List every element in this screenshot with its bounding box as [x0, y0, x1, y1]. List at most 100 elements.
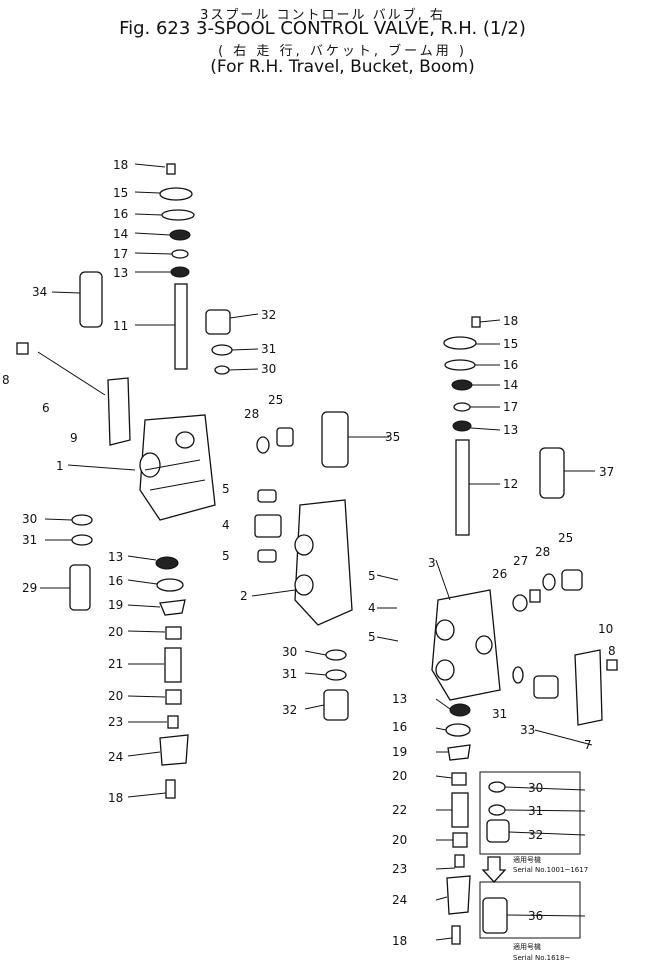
nut-8 [16, 342, 29, 355]
label-25: 25 [268, 393, 283, 407]
label-17b: 17 [503, 400, 518, 414]
plate-10 [574, 649, 603, 726]
label-22: 22 [392, 803, 407, 817]
label-16: 16 [113, 207, 128, 221]
label-5c: 5 [368, 569, 376, 583]
label-19b: 19 [392, 745, 407, 759]
label-16b: 16 [108, 574, 123, 588]
leader-lines [40, 163, 595, 941]
label-15: 15 [113, 186, 128, 200]
label-31b: 31 [22, 533, 37, 547]
figure-title: Fig. 623 3-SPOOL CONTROL VALVE, R.H. (1/… [119, 18, 526, 39]
bolt-18 [166, 163, 176, 175]
label-32: 32 [261, 308, 276, 322]
label-8: 8 [2, 373, 10, 387]
label-7: 7 [584, 738, 592, 752]
label-24b: 24 [392, 893, 407, 907]
left-top-stack [16, 163, 233, 446]
label-14: 14 [113, 227, 128, 241]
label-13: 13 [113, 266, 128, 280]
label-33: 33 [520, 723, 535, 737]
label-34: 34 [32, 285, 47, 299]
label-21: 21 [108, 657, 123, 671]
spring-21 [164, 647, 182, 683]
spool-11 [174, 283, 188, 370]
label-20c: 20 [392, 769, 407, 783]
flange-15 [159, 187, 193, 201]
label-25b: 25 [558, 531, 573, 545]
label-31c: 31 [282, 667, 297, 681]
label-1: 1 [56, 459, 64, 473]
plate-9 [107, 377, 131, 446]
label-24: 24 [108, 750, 123, 764]
label-28b: 28 [535, 545, 550, 559]
label-17: 17 [113, 247, 128, 261]
label-16d: 16 [392, 720, 407, 734]
label-31e: 31 [528, 804, 543, 818]
right-valve-body-3 [431, 589, 618, 746]
label-18b: 18 [108, 791, 123, 805]
label-27: 27 [513, 554, 528, 568]
middle-valve-body-2 [254, 411, 353, 721]
spool-12 [455, 439, 470, 536]
serial-applies-2: 適用号機 [513, 942, 541, 951]
label-13d: 13 [392, 692, 407, 706]
label-32b: 32 [282, 703, 297, 717]
label-28: 28 [244, 407, 259, 421]
label-20b: 20 [108, 689, 123, 703]
label-32c: 32 [528, 828, 543, 842]
label-5d: 5 [368, 630, 376, 644]
label-18: 18 [113, 158, 128, 172]
label-12: 12 [503, 477, 518, 491]
label-2: 2 [240, 589, 248, 603]
label-4: 4 [222, 518, 230, 532]
label-20d: 20 [392, 833, 407, 847]
left-bottom-stack [69, 514, 189, 799]
label-31: 31 [261, 342, 276, 356]
label-30d: 30 [528, 781, 543, 795]
label-30c: 30 [282, 645, 297, 659]
label-18d: 18 [392, 934, 407, 948]
subtitle-japanese: ( 右 走 行, バケット, ブーム用 ) [218, 44, 467, 59]
label-18c: 18 [503, 314, 518, 328]
label-5b: 5 [222, 549, 230, 563]
label-19: 19 [108, 598, 123, 612]
label-29: 29 [22, 581, 37, 595]
gasket-16 [161, 209, 195, 221]
label-8b: 8 [608, 644, 616, 658]
label-23b: 23 [392, 862, 407, 876]
label-14b: 14 [503, 378, 518, 392]
label-4b: 4 [368, 601, 376, 615]
ring-17 [171, 249, 189, 259]
subtitle: (For R.H. Travel, Bucket, Boom) [210, 57, 475, 77]
label-10: 10 [598, 622, 613, 636]
spring-22 [451, 792, 469, 828]
label-35: 35 [385, 430, 400, 444]
label-36: 36 [528, 909, 543, 923]
label-6: 6 [42, 401, 50, 415]
label-9: 9 [70, 431, 78, 445]
label-13b: 13 [108, 550, 123, 564]
serial-range-1: Serial No.1001~1617 [513, 866, 588, 874]
label-30: 30 [261, 362, 276, 376]
label-26: 26 [492, 567, 507, 581]
label-13c: 13 [503, 423, 518, 437]
right-top-stack [443, 316, 583, 612]
label-16c: 16 [503, 358, 518, 372]
ring-31 [211, 344, 233, 356]
serial-range-2: Serial No.1618~ [513, 954, 570, 962]
label-15b: 15 [503, 337, 518, 351]
title-japanese: 3スプール コントロール バルブ, 右 [200, 8, 445, 23]
label-5: 5 [222, 482, 230, 496]
label-11: 11 [113, 319, 128, 333]
part-labels: 18 15 16 14 17 13 11 34 32 31 30 8 6 9 2… [2, 158, 616, 962]
label-23: 23 [108, 715, 123, 729]
label-37: 37 [599, 465, 614, 479]
valve-34 [79, 271, 103, 328]
part-13 [170, 266, 190, 278]
serial-applies-1: 適用号機 [513, 855, 541, 864]
right-bottom-stack [445, 703, 581, 945]
label-31d: 31 [492, 707, 507, 721]
